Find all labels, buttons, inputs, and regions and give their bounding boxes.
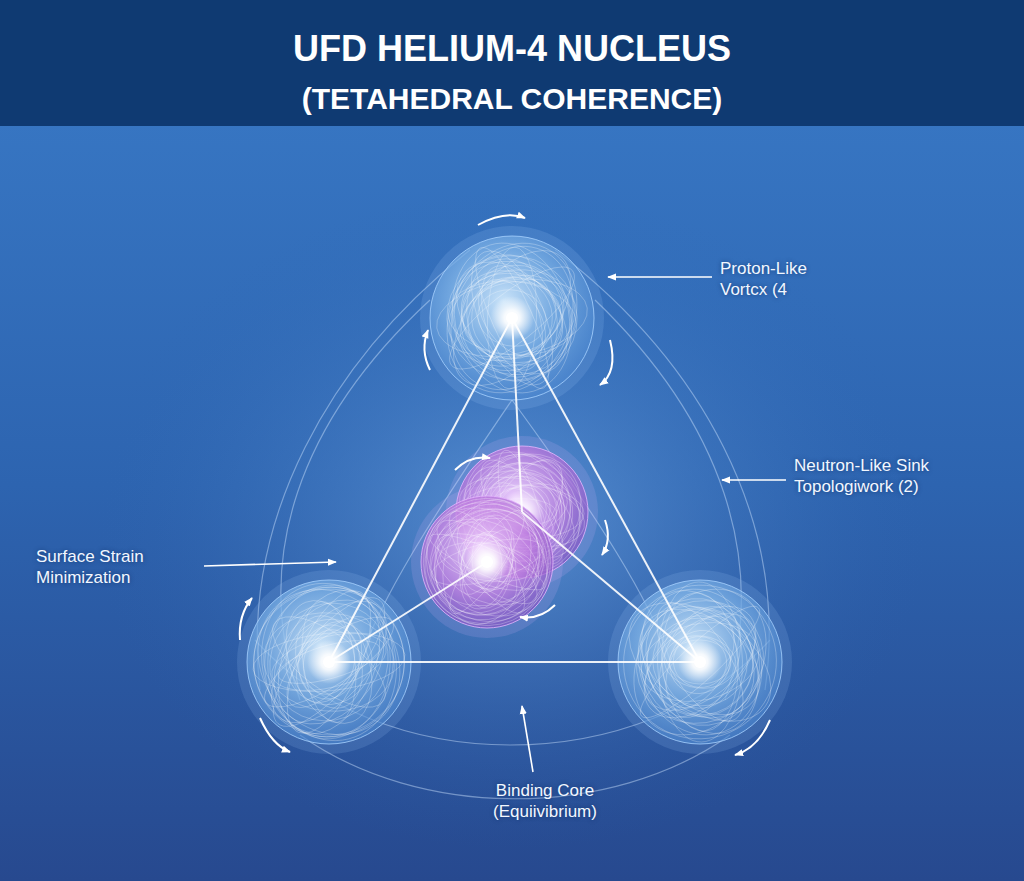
- tetrahedron-edges: [329, 318, 700, 662]
- callout-label: Binding Core (Equiivibrium): [470, 780, 620, 823]
- callout-label: Surface Strain Minimization: [36, 546, 186, 589]
- glow: [92, 190, 932, 850]
- leader-lines: [204, 277, 786, 772]
- header-band: [0, 0, 1024, 126]
- callout-label: Proton-Like Vortcx (4: [720, 258, 840, 301]
- title: UFD HELIUM-4 NUCLEUS: [0, 28, 1024, 70]
- neutron-sphere: [400, 475, 575, 649]
- subtitle: (TETAHEDRAL COHERENCE): [0, 82, 1024, 116]
- callout-label: Neutron-Like Sink Topologiwork (2): [794, 455, 969, 498]
- rotation-arrows: [240, 215, 770, 755]
